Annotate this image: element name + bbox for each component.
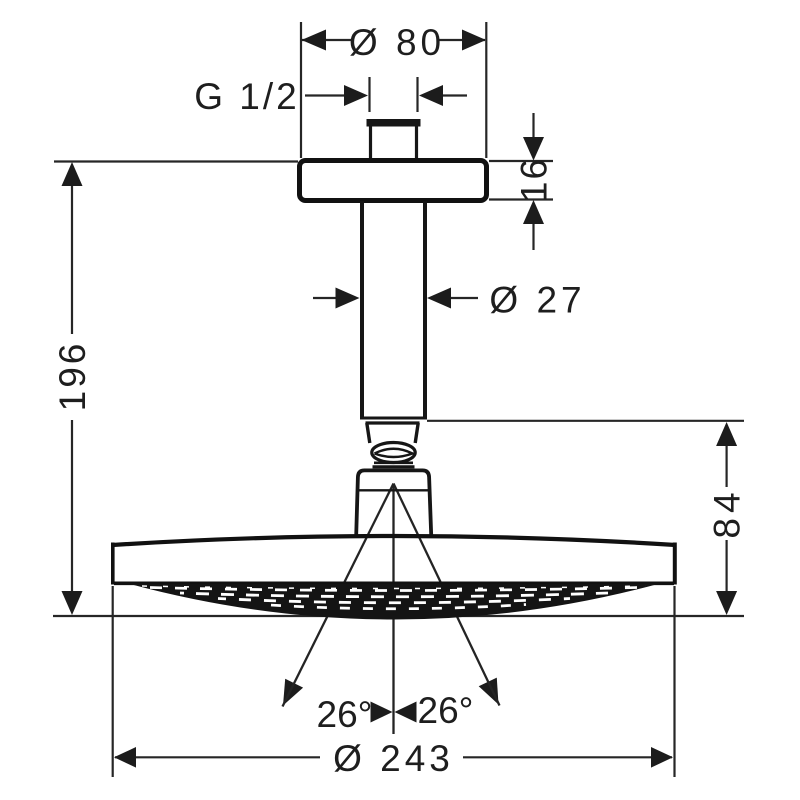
svg-text:16: 16: [514, 157, 555, 202]
svg-text:G 1/2: G 1/2: [194, 76, 300, 117]
svg-text:Ø 243: Ø 243: [333, 738, 454, 779]
svg-text:Ø 27: Ø 27: [489, 280, 585, 321]
svg-text:26°: 26°: [418, 690, 474, 731]
svg-text:26°: 26°: [317, 694, 373, 735]
svg-text:84: 84: [707, 487, 748, 538]
svg-text:Ø 80: Ø 80: [349, 22, 445, 63]
svg-text:196: 196: [52, 341, 93, 412]
